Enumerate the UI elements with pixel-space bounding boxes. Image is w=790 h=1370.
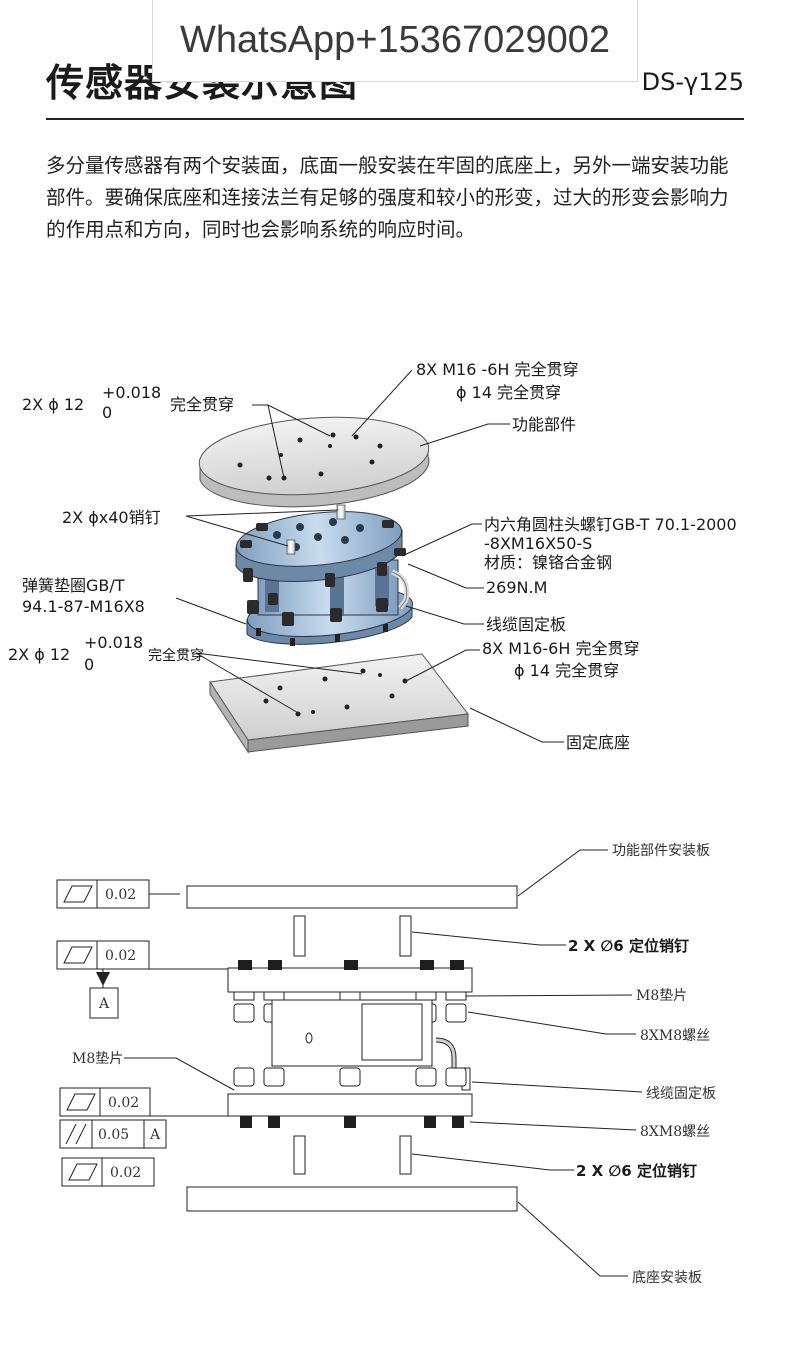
base-plate-leader [517, 1201, 628, 1277]
datum-a-label: A [98, 996, 110, 1012]
flatness-frame-2: 0.02 A [56, 940, 228, 1019]
flatness-frame-1: 0.02 [56, 879, 180, 909]
bottom-pin-through: 完全贯穿 [148, 647, 204, 664]
flatness-2-value: 0.02 [105, 948, 136, 964]
func-plate-leader [517, 849, 608, 897]
datum-a-box [89, 987, 119, 1019]
flatness-4-value: 0.02 [110, 1165, 141, 1181]
spring-washer-line-2: 94.1-87-M16X8 [22, 597, 145, 616]
washer-top-leader [465, 994, 633, 997]
flatness-3-value: 0.02 [108, 1095, 139, 1111]
fixed-base-leader [469, 707, 564, 743]
washer-top-label: M8垫片 [636, 988, 687, 1004]
functional-part-leader [419, 423, 510, 447]
pin-top-right [399, 915, 412, 957]
fixed-base-label: 固定底座 [566, 733, 630, 752]
side-view: 功能部件安装板 0.02 2 X ∅6 定位销钉 0.02 A [56, 843, 716, 1286]
watermark-banner: WhatsApp+15367029002 [152, 0, 638, 82]
base-plate-label: 底座安装板 [632, 1270, 702, 1286]
top-pin-tol-upper: +0.018 [102, 383, 161, 402]
pins-top-label: 2 X ∅6 定位销钉 [568, 937, 689, 955]
cable-plate-side-leader [471, 1081, 643, 1093]
screw-spec-leader [401, 523, 482, 557]
dowel-pin-leader [185, 509, 339, 547]
bottom-pin-qty: 2X ϕ 12 [8, 645, 70, 664]
top-thread-leader [351, 369, 413, 437]
flatness-1-value: 0.02 [105, 887, 136, 903]
func-plate-label: 功能部件安装板 [612, 843, 710, 859]
top-pin-hole-callout: 2X ϕ 12 +0.018 0 完全贯穿 [22, 383, 331, 479]
top-thread-spec: 8X M16 -6H 完全贯穿 [416, 360, 579, 379]
functional-part-label: 功能部件 [512, 415, 576, 434]
dowel-pin-label: 2X ϕx40销钉 [62, 508, 161, 527]
cable-plate-leader [405, 605, 484, 625]
parallelism-value: 0.05 [98, 1127, 129, 1143]
top-pin-leader [252, 404, 331, 479]
top-pin-qty: 2X ϕ 12 [22, 395, 84, 414]
bottom-pin-leader [195, 652, 363, 715]
func-mount-plate [186, 885, 518, 909]
flatness-frame-4: 0.02 [61, 1157, 155, 1187]
pin-top-left [293, 915, 306, 957]
fixed-base-block [209, 653, 469, 754]
sensor-side-elevation [227, 960, 473, 1128]
screw-spec-line-2: -8XM16X50-S [484, 534, 592, 553]
top-thread-counterbore: ϕ 14 完全贯穿 [456, 383, 561, 402]
screws-top-label: 8XM8螺丝 [640, 1028, 710, 1044]
washer-left-leader [124, 1057, 235, 1091]
screws-top-leader [467, 1011, 636, 1035]
parallelism-datum: A [149, 1127, 161, 1143]
screw-spec-line-1: 内六角圆柱头螺钉GB-T 70.1-2000 [484, 515, 737, 534]
torque-value: 269N.M [486, 578, 547, 597]
title-divider [46, 118, 744, 120]
model-code: DS-γ125 [641, 68, 744, 96]
torque-leader [407, 563, 484, 589]
exploded-view: 8X M16 -6H 完全贯穿 ϕ 14 完全贯穿 2X ϕ 12 +0.018… [8, 360, 737, 754]
bottom-pin-tol-lower: 0 [84, 655, 94, 674]
screws-bottom-leader [469, 1121, 637, 1131]
pins-bottom-leader [411, 1153, 574, 1171]
parallelism-frame: 0.05 A [59, 1119, 167, 1149]
flatness-frame-3: 0.02 [59, 1087, 228, 1117]
bottom-thread-spec: 8X M16-6H 完全贯穿 [482, 639, 639, 658]
intro-paragraph: 多分量传感器有两个安装面，底面一般安装在牢固的底座上，另外一端安装功能部件。要确… [46, 154, 729, 241]
base-mount-plate [186, 1186, 518, 1212]
pins-top-leader [411, 931, 566, 946]
pin-bottom-right [399, 1135, 412, 1175]
pin-bottom-left [293, 1135, 306, 1175]
functional-part-disc [198, 416, 430, 508]
cable-plate-label: 线缆固定板 [486, 615, 566, 634]
cable-plate-side-label: 线缆固定板 [646, 1086, 716, 1102]
sensor-body [235, 504, 414, 646]
spring-washer-line-1: 弹簧垫圈GB/T [22, 576, 125, 595]
bottom-pin-tol-upper: +0.018 [84, 633, 143, 652]
pins-bottom-label: 2 X ∅6 定位销钉 [576, 1162, 697, 1180]
bottom-pin-hole-callout: 2X ϕ 12 +0.018 0 完全贯穿 [8, 633, 363, 715]
top-pin-tol-lower: 0 [102, 403, 112, 422]
bottom-thread-leader [403, 649, 480, 683]
screw-material: 材质：镍铬合金钢 [484, 553, 612, 572]
spring-washer-leader [175, 597, 247, 625]
washer-left-label: M8垫片 [72, 1051, 123, 1067]
top-pin-through: 完全贯穿 [170, 395, 234, 414]
bottom-thread-counterbore: ϕ 14 完全贯穿 [514, 661, 619, 680]
screws-bottom-label: 8XM8螺丝 [640, 1124, 710, 1140]
